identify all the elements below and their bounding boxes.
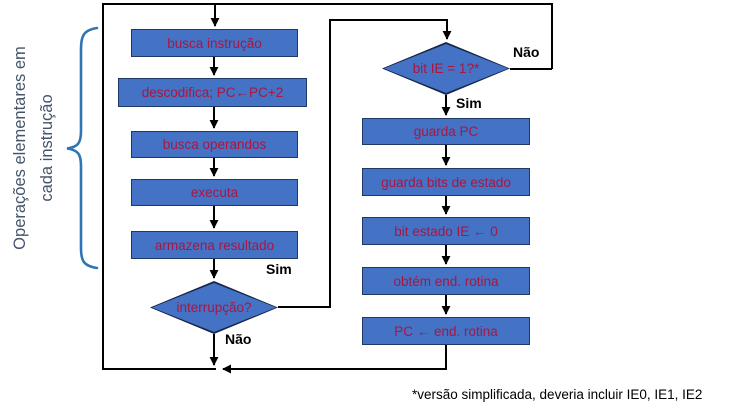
step-armazena-resultado: armazena resultado [131, 231, 298, 259]
step-descodifica: descodifica; PC←PC+2 [118, 78, 307, 107]
label-sim-bit-ie: Sim [456, 95, 482, 111]
step-guarda-bits-estado: guarda bits de estado [362, 168, 530, 196]
step-executa: executa [131, 179, 298, 206]
step-busca-operandos: busca operandos [131, 131, 298, 158]
step-guarda-pc: guarda PC [362, 118, 530, 145]
side-group-label-line2: cada instrução [38, 94, 56, 202]
step-busca-instrucao: busca instrução [131, 29, 298, 57]
label-nao-interrupcao: Não [225, 331, 252, 347]
grouping-brace-icon [66, 26, 99, 270]
side-group-label-line1: Operações elementares em [11, 46, 29, 250]
step-obtem-end-rotina: obtém end. rotina [362, 267, 530, 295]
outer-loop-line [102, 3, 553, 370]
interrupcao-yes-arrow [278, 19, 452, 308]
label-nao-bit-ie: Não [513, 44, 540, 60]
step-pc-end-rotina: PC ← end. rotina [362, 317, 530, 345]
footnote: *versão simplificada, deveria incluir IE… [412, 387, 703, 402]
label-sim-interrupcao: Sim [266, 261, 292, 277]
routine-return-arrow [222, 345, 447, 374]
side-group-label: Operações elementares em cada instrução [7, 0, 65, 298]
step-bit-estado-ie: bit estado IE ← 0 [362, 217, 530, 245]
